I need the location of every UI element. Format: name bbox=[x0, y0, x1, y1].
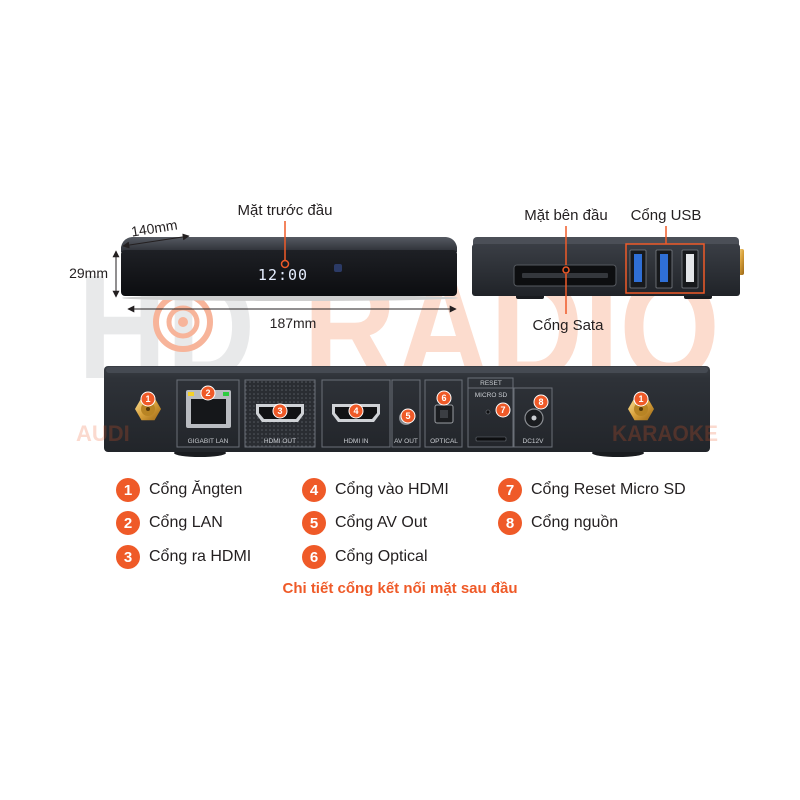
legend-label: Cổng vào HDMI bbox=[335, 481, 449, 498]
depth-dimension-line bbox=[122, 233, 190, 249]
micro-sd-label: MICRO SD bbox=[475, 392, 508, 399]
svg-text:3: 3 bbox=[277, 406, 282, 416]
legend-label: Cổng Ăngten bbox=[149, 481, 243, 498]
usb-highlight-box bbox=[625, 243, 705, 294]
watermark-tag-right: KARAOKE bbox=[612, 421, 718, 446]
legend-item-antenna: 1 Cổng Ăngten bbox=[116, 477, 242, 503]
usb-port-label: Cổng USB bbox=[631, 207, 702, 224]
hdmi-in-label: HDMI IN bbox=[344, 438, 369, 445]
marker-reset-sd: 7 bbox=[495, 402, 511, 418]
front-display-clock: 12:00 bbox=[258, 266, 308, 284]
legend-label: Cổng AV Out bbox=[335, 514, 428, 531]
legend-item-hdmi-in: 4 Cổng vào HDMI bbox=[302, 477, 449, 503]
legend-label: Cổng Optical bbox=[335, 548, 428, 565]
marker-dc: 8 bbox=[533, 394, 549, 410]
hdmi-out-label: HDMI OUT bbox=[264, 438, 296, 445]
lan-frame bbox=[176, 379, 240, 448]
front-view: 12:00 bbox=[121, 237, 458, 301]
sata-marker bbox=[562, 266, 570, 274]
side-view-label: Mặt bên đầu bbox=[524, 207, 607, 224]
optical-port-shutter bbox=[440, 410, 448, 418]
svg-text:5: 5 bbox=[405, 411, 410, 421]
depth-dimension: 140mm bbox=[130, 217, 179, 240]
width-dimension: 187mm bbox=[270, 315, 317, 331]
legend-number: 2 bbox=[116, 511, 140, 535]
legend-item-power: 8 Cổng nguồn bbox=[498, 510, 618, 536]
marker-antenna-left: 1 bbox=[140, 391, 156, 407]
marker-optical: 6 bbox=[436, 390, 452, 406]
front-label-marker bbox=[280, 259, 290, 269]
diagram-caption: Chi tiết cổng kết nối mặt sau đầu bbox=[282, 580, 518, 597]
svg-text:8: 8 bbox=[538, 397, 543, 407]
reset-hole bbox=[485, 409, 491, 415]
marker-antenna-right: 1 bbox=[633, 391, 649, 407]
usb-port-1-tongue bbox=[634, 254, 642, 282]
legend-number: 3 bbox=[116, 545, 140, 569]
sata-port-slot bbox=[522, 273, 608, 278]
legend-item-lan: 2 Cổng LAN bbox=[116, 510, 223, 536]
optical-frame bbox=[424, 379, 463, 448]
marker-hdmi-in: 4 bbox=[348, 403, 364, 419]
usb-port-2-tongue bbox=[660, 254, 668, 282]
side-view bbox=[472, 237, 744, 299]
ir-window bbox=[334, 264, 342, 272]
watermark-tag-left: AUDI bbox=[76, 421, 130, 446]
legend-label: Cổng nguồn bbox=[531, 514, 619, 531]
legend-item-hdmi-out: 3 Cổng ra HDMI bbox=[116, 544, 251, 570]
legend-item-optical: 6 Cổng Optical bbox=[302, 544, 428, 570]
dc-label: DC12V bbox=[523, 438, 545, 445]
svg-text:2: 2 bbox=[205, 388, 210, 398]
legend-label: Cổng LAN bbox=[149, 514, 223, 531]
legend-number: 5 bbox=[302, 511, 326, 535]
reset-label: RESET bbox=[480, 380, 502, 387]
dc-jack-pin bbox=[531, 415, 537, 421]
legend-number: 4 bbox=[302, 478, 326, 502]
reset-sd-frame bbox=[467, 377, 514, 448]
front-face bbox=[121, 250, 457, 296]
legend-item-reset-sd: 7 Cổng Reset Micro SD bbox=[498, 477, 686, 503]
marker-av-out: 5 bbox=[400, 408, 416, 424]
legend-number: 7 bbox=[498, 478, 522, 502]
micro-sd-slot bbox=[475, 436, 507, 442]
svg-text:1: 1 bbox=[638, 394, 643, 404]
legend-number: 8 bbox=[498, 511, 522, 535]
svg-text:1: 1 bbox=[145, 394, 150, 404]
svg-text:4: 4 bbox=[353, 406, 358, 416]
back-panel-bevel bbox=[106, 367, 708, 373]
legend-label: Cổng Reset Micro SD bbox=[531, 481, 686, 498]
dc-frame bbox=[513, 387, 553, 448]
legend-label: Cổng ra HDMI bbox=[149, 548, 252, 565]
watermark-tagline: AUDI KARAOKE bbox=[76, 421, 718, 446]
legend-item-av-out: 5 Cổng AV Out bbox=[302, 510, 427, 536]
front-shadow bbox=[122, 295, 458, 301]
sata-port-label: Cổng Sata bbox=[533, 317, 605, 334]
lan-port-opening bbox=[191, 399, 226, 424]
legend-number: 1 bbox=[116, 478, 140, 502]
lan-led-green bbox=[223, 392, 229, 396]
back-view: GIGABIT LAN HDMI OUT HDMI IN AV OUT OPTI… bbox=[104, 366, 710, 457]
lan-port-label: GIGABIT LAN bbox=[188, 438, 229, 445]
svg-text:6: 6 bbox=[441, 393, 446, 403]
marker-hdmi-out: 3 bbox=[272, 403, 288, 419]
av-out-frame bbox=[391, 379, 421, 448]
svg-text:7: 7 bbox=[500, 405, 505, 415]
marker-lan: 2 bbox=[200, 385, 216, 401]
av-out-label: AV OUT bbox=[394, 438, 418, 445]
usb-port-3-tongue bbox=[686, 254, 694, 282]
lan-led-yellow bbox=[188, 392, 194, 396]
legend-number: 6 bbox=[302, 545, 326, 569]
height-dimension: 29mm bbox=[69, 265, 108, 281]
optical-label: OPTICAL bbox=[430, 438, 458, 445]
front-view-label: Mặt trước đầu bbox=[238, 202, 333, 219]
front-top-face bbox=[121, 237, 457, 252]
hdmi-in-frame bbox=[321, 379, 391, 448]
